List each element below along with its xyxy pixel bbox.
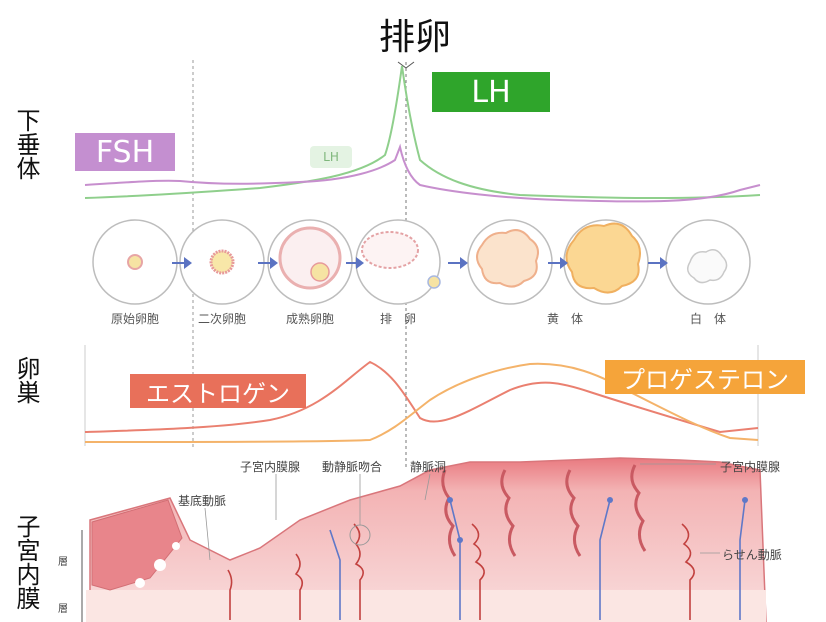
ovary-label: 卵巣 [12,356,40,404]
follicle-stage-ovulation [355,219,441,305]
stage-label-corpus-luteum: 黄 体 [546,312,583,326]
progesterone-curve [84,362,759,443]
label-anastomosis: 動静脈吻合 [322,460,383,474]
stage-label-corpus-albicans: 白 体 [689,312,726,326]
estrogen-curve [84,360,759,434]
fsh-curve [84,143,761,203]
fsh-tag: FSH [75,133,175,171]
stage-label-ovulation: 排 卵 [379,312,416,326]
stage-label-mature: 成熟卵胞 [285,312,334,326]
progesterone-tag: プロゲステロン [605,360,805,394]
follicle-stage-corpus-luteum-early [467,219,553,305]
ovulation-bracket [397,61,415,69]
stage-arrows [172,257,668,269]
follicle-stage-primordial [92,219,178,305]
lh-curve [84,65,761,200]
label-venous-lake: 静脈洞 [410,460,447,474]
follicle-stage-corpus-albicans [665,219,751,305]
stage-label-secondary: 二次卵胞 [197,312,246,326]
leader-lines [204,463,720,561]
label-spiral-artery: らせん動脈 [722,548,782,562]
arteries [227,523,695,620]
endometrium-tissue [89,457,767,622]
label-endometrial-gland: 子宮内膜腺 [240,460,301,474]
label-endometrium-right: 子宮内膜腺 [720,460,781,474]
label-layer-1: 層 [58,557,68,568]
stage-label-primordial: 原始卵胞 [110,312,159,326]
follicle-stage-mature [267,219,353,305]
label-basal-artery: 基底動脈 [178,494,227,508]
basal-layer [86,590,766,622]
lh-small-tag: LH [310,146,352,168]
ovulation-title: 排卵 [378,17,451,58]
estrogen-tag: エストロゲン [130,374,306,408]
pituitary-label: 下垂体 [12,108,40,180]
endometrium-label: 子宮内膜 [12,514,40,610]
follicle-stage-corpus-luteum [563,219,649,305]
shedding-layer [91,499,183,591]
endometrial-glands [441,464,647,557]
lh-tag: LH [432,72,550,112]
vessel-nodes [447,497,748,543]
follicle-stage-secondary [179,219,265,305]
label-layer-2: 層 [58,604,68,615]
